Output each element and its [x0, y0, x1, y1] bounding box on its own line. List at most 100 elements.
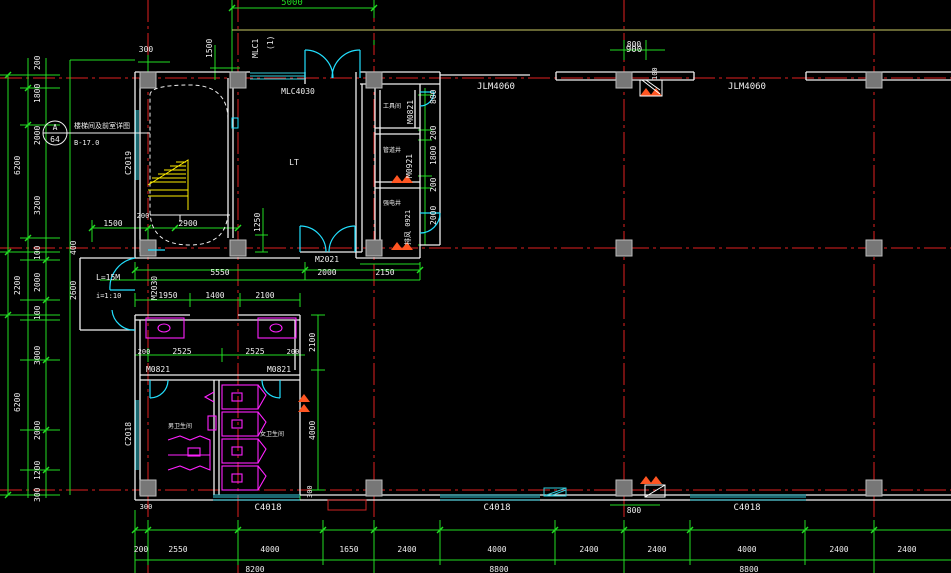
dim-200: 200: [137, 212, 150, 220]
section-letter: A: [53, 123, 58, 132]
m0821-right: M0821: [267, 365, 291, 374]
top-dimension: 5000: [281, 0, 303, 8]
dim-300-bottom-left: 300: [140, 503, 153, 511]
bottom-total: 8200: [245, 565, 264, 573]
left-dim: 300: [33, 487, 42, 502]
note-title: 楼梯间及前室详图: [74, 121, 130, 130]
left-dim: 2200: [13, 276, 22, 295]
bottom-dim: 200: [134, 545, 149, 554]
column: [865, 71, 883, 89]
bottom-dim: 2400: [579, 545, 598, 554]
ramp-length: L=15M: [96, 273, 120, 282]
tl-small: (1): [266, 36, 275, 50]
dim-4000v: 4000: [308, 421, 317, 440]
column: [229, 239, 247, 257]
vdim: 2000: [429, 206, 438, 225]
dim-800-top: 800: [627, 40, 642, 49]
bottom-dim: 2400: [397, 545, 416, 554]
left-dim: 2000: [33, 126, 42, 145]
dim-900: 900: [626, 45, 642, 55]
column: [229, 71, 247, 89]
red-note-box: [327, 499, 367, 511]
section-mark: [42, 120, 150, 146]
left-dim: 200: [33, 55, 42, 70]
column: [139, 71, 157, 89]
bottom-dim: 2400: [647, 545, 666, 554]
markers: [298, 88, 662, 484]
bottom-total: 8800: [489, 565, 508, 573]
dim-300-top: 300: [139, 45, 154, 54]
room-pipe: 管道井: [383, 146, 401, 154]
ramp-slope: i=1:10: [96, 292, 121, 300]
column: [139, 479, 157, 497]
note-ref: B-17.0: [74, 139, 99, 147]
column: [615, 239, 633, 257]
text-labels: 5000 900 300 1500 MLC1 (1) 200 1800 2000…: [13, 0, 917, 573]
room-tool: 工具间: [383, 102, 401, 110]
dim-2000: 2000: [317, 268, 336, 277]
left-dim: 2000: [33, 273, 42, 292]
m2021-label: M2021: [315, 255, 339, 264]
left-dim: 100: [33, 305, 42, 320]
vdim: 200: [429, 177, 438, 192]
column: [865, 479, 883, 497]
bottom-dim: 4000: [260, 545, 279, 554]
bottom-dim: 4000: [487, 545, 506, 554]
vdim: 200: [429, 125, 438, 140]
vdim: 1800: [429, 146, 438, 165]
left-dim: 6200: [13, 156, 22, 175]
stair: [147, 84, 239, 246]
room-electric: 强电井: [383, 199, 401, 207]
mlc-vertical: MLC1: [251, 39, 260, 58]
dim-200a: 200: [138, 348, 151, 356]
dim-1250: 1250: [253, 213, 262, 232]
dim-100-top: 100: [651, 67, 659, 80]
bottom-dim: 1650: [339, 545, 358, 554]
column: [365, 479, 383, 497]
left-dim: 2000: [33, 421, 42, 440]
left-dim: 1200: [33, 461, 42, 480]
dim-2525b: 2525: [245, 347, 264, 356]
dim-1950: 1950: [158, 291, 177, 300]
dim-200b: 200: [287, 348, 300, 356]
bottom-total: 8800: [739, 565, 758, 573]
bottom-dim: 2400: [829, 545, 848, 554]
left-dim: 1800: [33, 84, 42, 103]
left-dim: 3200: [33, 196, 42, 215]
vdim: 800: [429, 89, 438, 104]
section-number: 64: [50, 135, 60, 144]
dim-5550: 5550: [210, 268, 229, 277]
c2018-label: C2018: [124, 422, 133, 446]
dim-1500: 1500: [103, 219, 122, 228]
dim-1400: 1400: [205, 291, 224, 300]
wc-fixtures: [145, 317, 297, 491]
left-dim: 400: [69, 240, 78, 255]
doors: [109, 49, 441, 399]
left-dim: 2600: [69, 281, 78, 300]
m0921-label: M0921: [405, 154, 414, 178]
jlm4060-right: JLM4060: [728, 82, 766, 92]
m2030-label: M2030: [150, 276, 159, 300]
dimension-ticks: [4, 4, 878, 534]
columns: [139, 71, 883, 497]
c2019-label: C2019: [124, 151, 133, 175]
windows: [135, 72, 806, 501]
dim-1500-top: 1500: [205, 39, 214, 58]
column: [615, 71, 633, 89]
dim-2150: 2150: [375, 268, 394, 277]
left-dim: 3000: [33, 346, 42, 365]
left-dim: 6200: [13, 393, 22, 412]
column: [365, 239, 383, 257]
left-dim: 100: [33, 245, 42, 260]
column: [865, 239, 883, 257]
column: [365, 71, 383, 89]
jlm4060-left: JLM4060: [477, 82, 515, 92]
m0821-left: M0821: [146, 365, 170, 374]
dim-2100: 2100: [255, 291, 274, 300]
mlc4030-label: MLC4030: [281, 87, 315, 96]
c4018-a: C4018: [254, 503, 281, 513]
c4018-b: C4018: [483, 503, 510, 513]
